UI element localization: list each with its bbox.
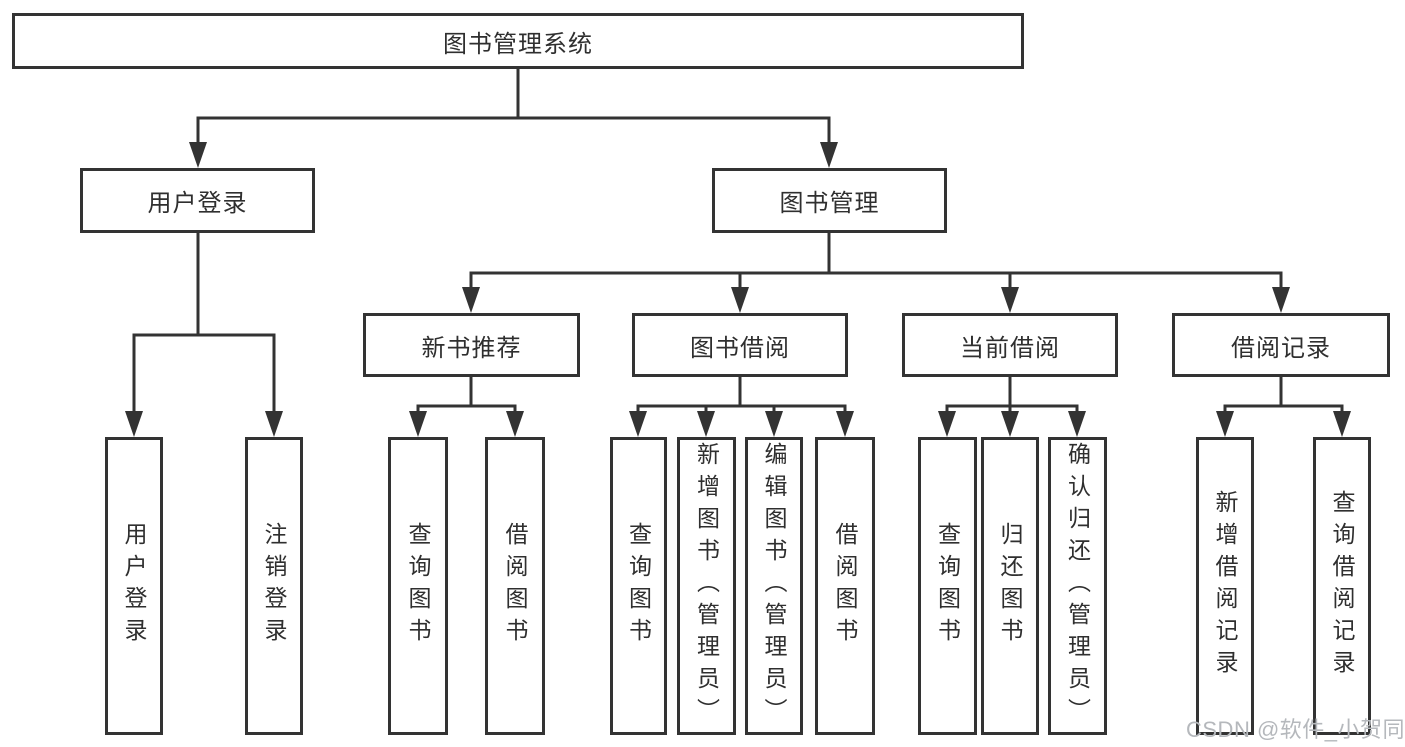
arrow-icon xyxy=(189,142,207,168)
arrow-icon xyxy=(1068,411,1086,437)
node-book-management: 图书管理 xyxy=(712,168,947,233)
connector-root xyxy=(196,67,831,150)
arrow-icon xyxy=(1001,411,1019,437)
node-new-book-recommend: 新书推荐 xyxy=(363,313,580,377)
arrowheads xyxy=(125,142,1351,437)
arrow-icon xyxy=(836,411,854,437)
arrow-icon xyxy=(765,411,783,437)
arrow-icon xyxy=(629,411,647,437)
arrow-icon xyxy=(125,411,143,437)
arrow-icon xyxy=(731,287,749,313)
arrow-icon xyxy=(409,411,427,437)
arrow-icon xyxy=(462,287,480,313)
leaf-user-login: 用户登录 xyxy=(105,437,163,735)
arrow-icon xyxy=(1001,287,1019,313)
connector-book-management xyxy=(469,231,1283,295)
node-current-borrowing: 当前借阅 xyxy=(902,313,1118,377)
node-borrowing-records: 借阅记录 xyxy=(1172,313,1390,377)
connector-borrowing-records xyxy=(1223,375,1344,419)
node-user-login: 用户登录 xyxy=(80,168,315,233)
leaf-borrow-books-borrowing: 借阅图书 xyxy=(815,437,875,735)
leaf-query-books-recommend: 查询图书 xyxy=(388,437,448,735)
arrow-icon xyxy=(938,411,956,437)
arrow-icon xyxy=(1272,287,1290,313)
leaf-add-borrow-record: 新增借阅记录 xyxy=(1196,437,1254,735)
leaf-add-books-admin: 新增图书（管理员） xyxy=(677,437,736,735)
node-root: 图书管理系统 xyxy=(12,13,1024,69)
arrow-icon xyxy=(697,411,715,437)
watermark: CSDN @软件_小贺同学 xyxy=(1186,717,1405,742)
leaf-query-books-borrowing: 查询图书 xyxy=(610,437,667,735)
arrow-icon xyxy=(1216,411,1234,437)
connector-book-borrowing xyxy=(636,375,847,419)
arrow-icon xyxy=(1333,411,1351,437)
node-book-borrowing: 图书借阅 xyxy=(632,313,848,377)
leaf-borrow-books-recommend: 借阅图书 xyxy=(485,437,545,735)
connector-new-book-recommend xyxy=(416,375,517,419)
arrow-icon xyxy=(506,411,524,437)
leaf-logout: 注销登录 xyxy=(245,437,303,735)
arrow-icon xyxy=(265,411,283,437)
arrow-icon xyxy=(820,142,838,168)
leaf-return-books: 归还图书 xyxy=(981,437,1039,735)
leaf-query-books-current: 查询图书 xyxy=(918,437,977,735)
leaf-confirm-return-admin: 确认归还（管理员） xyxy=(1048,437,1107,735)
connector-user-login xyxy=(132,231,276,419)
leaf-edit-books-admin: 编辑图书（管理员） xyxy=(745,437,803,735)
leaf-query-borrow-record: 查询借阅记录 xyxy=(1313,437,1371,735)
